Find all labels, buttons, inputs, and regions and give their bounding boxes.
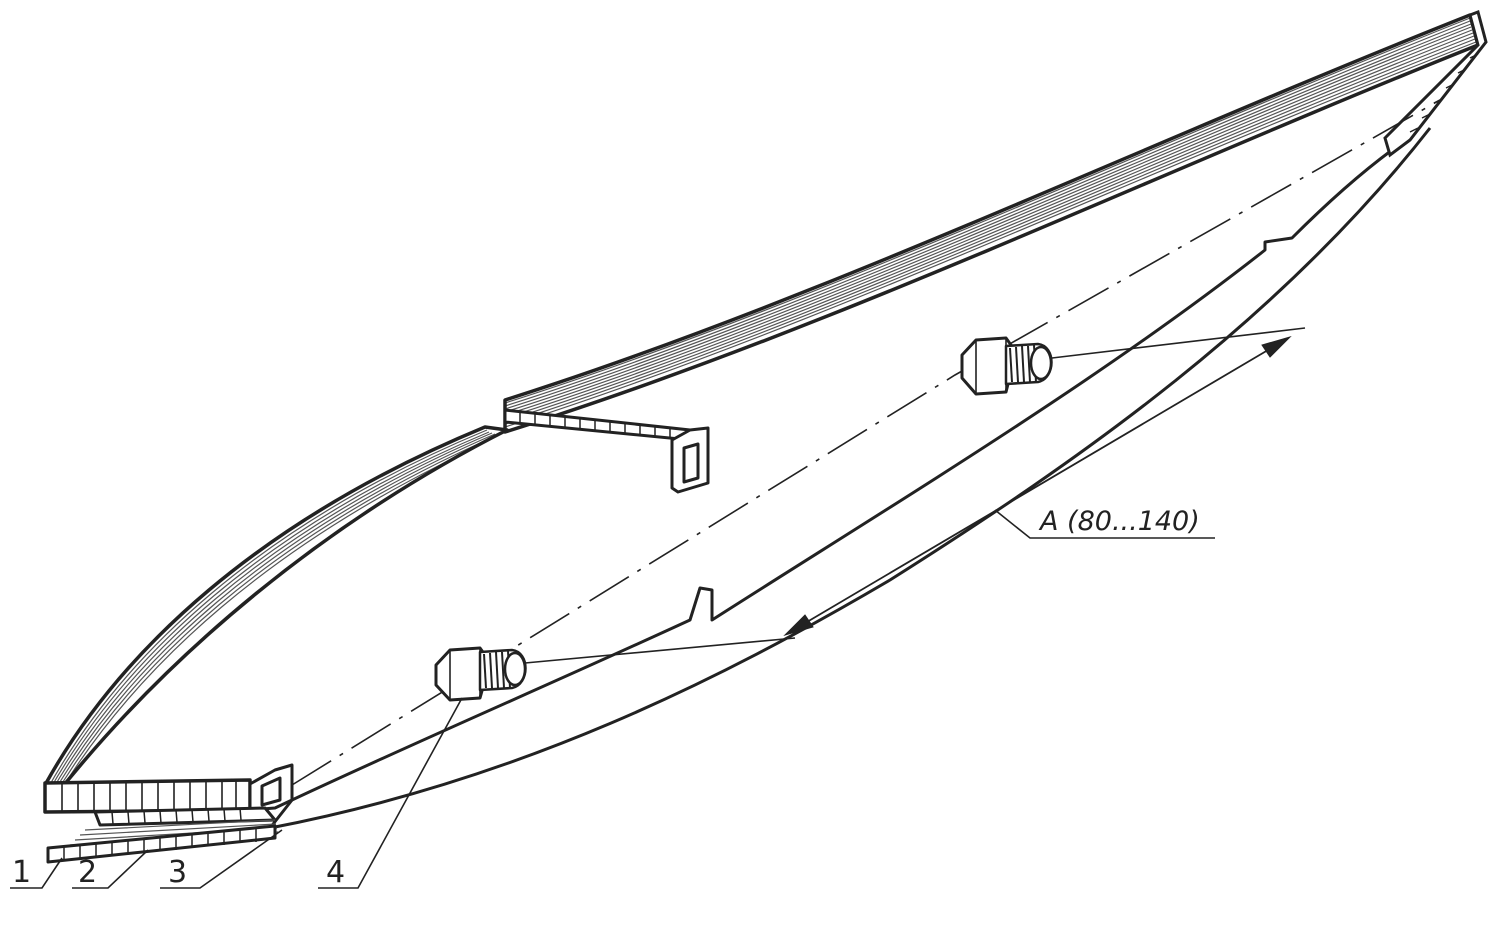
callout-leader-1: [10, 857, 63, 889]
leaf-pack-bottom-leaves: [69, 819, 279, 846]
clip-bracket-lower: [248, 763, 294, 812]
callout-leaders: [10, 697, 463, 889]
dimension-line: [783, 335, 1292, 637]
callout-leader-4: [318, 697, 463, 889]
callout-leader-3: [160, 829, 283, 889]
dimension-leader: [994, 509, 1215, 539]
center-line: [291, 99, 1441, 786]
leaf-pack-bottom-upper-face: [93, 806, 277, 827]
base-plate-end: [268, 799, 294, 829]
callout-2: 2: [78, 855, 97, 890]
bolt-upper: [960, 336, 1053, 396]
leaf-pack-left-outline: [43, 425, 509, 802]
dimension-extension-lines: [524, 327, 1306, 664]
leaf-pack-left: [43, 425, 509, 814]
callout-1: 1: [12, 855, 31, 890]
leaf-pack-left-end: [43, 778, 252, 814]
leaf-pack-right-cut-face: [503, 408, 692, 442]
leaf-pack-bottom-end: [46, 824, 277, 864]
dimension-label: A (80...140): [1038, 506, 1200, 537]
base-plate-upper-edge: [291, 148, 1393, 802]
dimension-arrow-lower: [783, 614, 814, 637]
base-plate: [268, 127, 1432, 830]
leaf-pack-right-end: [1383, 10, 1488, 158]
callout-3: 3: [168, 855, 187, 890]
base-plate-lower-edge: [269, 127, 1432, 830]
callout-leader-2: [72, 849, 149, 889]
clip-bracket-upper: [670, 426, 710, 494]
callout-4: 4: [326, 855, 345, 890]
leaf-pack-right: [503, 10, 1488, 442]
bolt-lower: [434, 646, 527, 702]
leaf-pack-bottom: [46, 806, 279, 864]
dimension-arrow-upper: [1261, 335, 1292, 358]
